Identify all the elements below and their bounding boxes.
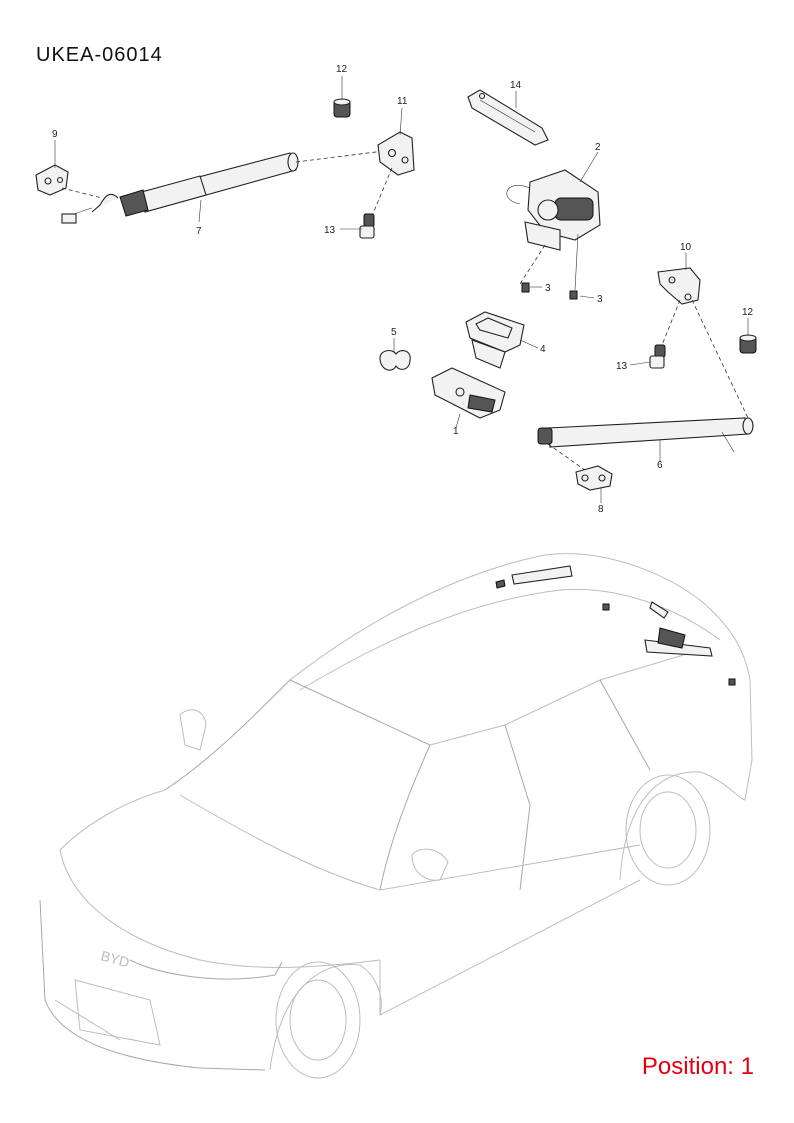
callout-9: 9: [52, 129, 58, 140]
latch-cover: [467, 89, 549, 146]
diagram-code: UKEA-06014: [36, 44, 163, 66]
gas-strut-left: [61, 149, 393, 224]
screw-left: [521, 282, 530, 293]
callout-4: 4: [540, 344, 546, 355]
callout-5: 5: [391, 327, 397, 338]
callout-3-left: 3: [545, 283, 551, 294]
callout-6: 6: [657, 460, 663, 471]
callout-10: 10: [680, 242, 692, 253]
hinge-bracket-right-top: [371, 131, 415, 217]
gas-strut-right: [537, 417, 754, 471]
ball-stud-top: [359, 213, 375, 239]
rubber-seal: [379, 349, 411, 371]
callout-7: 7: [196, 226, 202, 237]
callout-labels: 12 11 9 7 13 14 2 3 3 10 12 5 4 13 1 6 8: [52, 64, 754, 515]
callout-13-right: 13: [616, 361, 628, 372]
vehicle-location-view: BYD: [39, 553, 753, 1079]
callout-14: 14: [510, 80, 522, 91]
rubber-cap-right: [739, 334, 757, 354]
latch-actuator: [506, 169, 601, 291]
rubber-cap-top: [333, 98, 351, 118]
callout-1: 1: [453, 426, 459, 437]
screw-right: [569, 290, 578, 300]
bracket-left: [35, 164, 103, 199]
callout-3-right: 3: [597, 294, 603, 305]
handle-housing: [465, 311, 525, 369]
position-label: Position: 1: [641, 1053, 754, 1080]
leader-lines: [54, 76, 749, 503]
hinge-bracket-right: [657, 267, 749, 419]
tailgate-switch: [431, 367, 506, 419]
ball-stud-right: [649, 344, 666, 369]
callout-11: 11: [397, 96, 408, 107]
brand-logo: BYD: [99, 947, 131, 970]
callout-12-top: 12: [336, 64, 348, 75]
bracket-lower: [575, 465, 613, 491]
callout-13-top: 13: [324, 225, 336, 236]
callout-12-right: 12: [742, 307, 754, 318]
callout-2: 2: [595, 142, 601, 153]
callout-8: 8: [598, 504, 604, 515]
